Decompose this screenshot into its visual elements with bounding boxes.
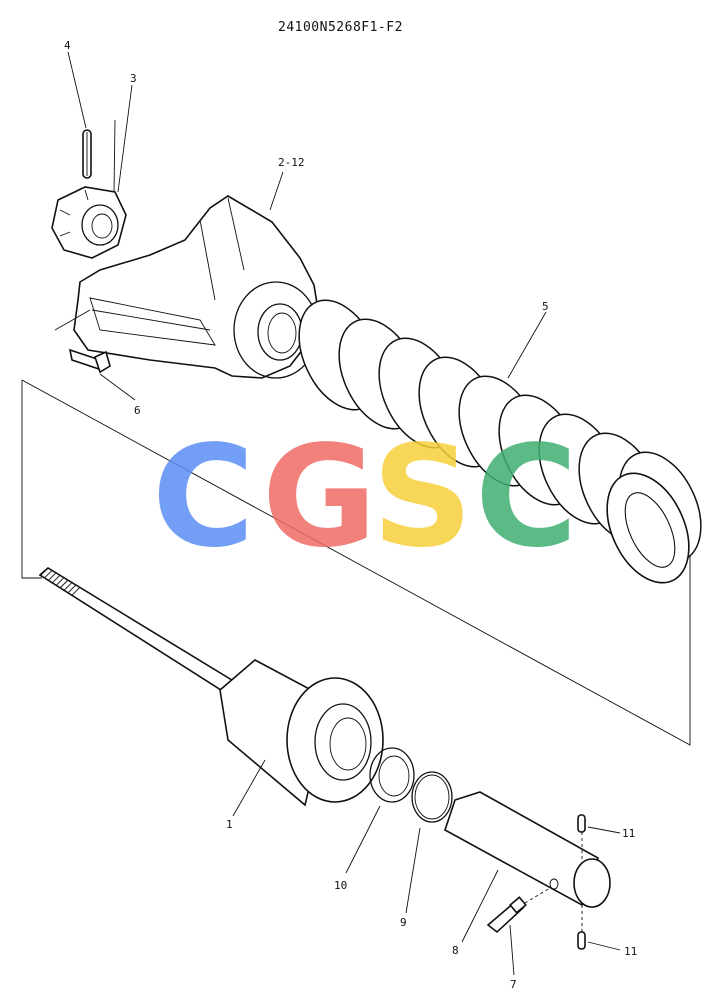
drawing-number: 24100N5268F1-F2 (278, 20, 403, 35)
watermark-letter: S (372, 416, 473, 579)
part-label-7: 7 (510, 978, 517, 991)
bolt-drawing (54, 309, 136, 401)
rod-thread (71, 586, 81, 596)
part-labels: 4 3 2-12 5 6 1 10 9 8 7 11 11 (64, 39, 637, 991)
rod-thread (47, 572, 57, 582)
part-label-1: 1 (226, 818, 233, 831)
grease-fitting-drawing (486, 887, 551, 976)
castle-nut-drawing (51, 84, 133, 259)
rod-thread (55, 577, 65, 586)
rod-thread (51, 574, 61, 584)
part-label-4: 4 (64, 39, 71, 52)
rod-thread (59, 579, 69, 589)
backup-ring-drawing (345, 747, 415, 874)
rod-thread (67, 584, 77, 594)
assembly-bracket (21, 379, 691, 746)
watermark-letter: C (475, 416, 578, 579)
rod-thread (39, 567, 49, 577)
part-label-5: 5 (542, 300, 549, 313)
part-label-6: 6 (134, 404, 141, 417)
pins-drawing (577, 814, 621, 951)
part-label-8: 8 (452, 944, 459, 957)
recoil-spring-drawing (298, 299, 702, 584)
part-label-2-12: 2-12 (278, 156, 305, 169)
o-ring-drawing (405, 771, 453, 914)
part-label-3: 3 (130, 72, 137, 85)
cotter-pin-drawing (67, 51, 92, 179)
part-label-11-top: 11 (622, 827, 635, 840)
piston-drawing (444, 791, 611, 943)
spring-leader (507, 311, 547, 379)
part-label-10: 10 (334, 879, 347, 892)
rod-thread (63, 582, 73, 591)
rod-thread (43, 570, 53, 579)
part-label-11-bottom: 11 (624, 945, 637, 958)
cylinder-drawing (38, 567, 384, 817)
spring-end-coil (606, 472, 690, 584)
watermark-letter: G (262, 416, 377, 579)
part-label-9: 9 (400, 916, 407, 929)
spring-end-opening (624, 492, 676, 568)
watermark-letter: C (152, 416, 255, 579)
